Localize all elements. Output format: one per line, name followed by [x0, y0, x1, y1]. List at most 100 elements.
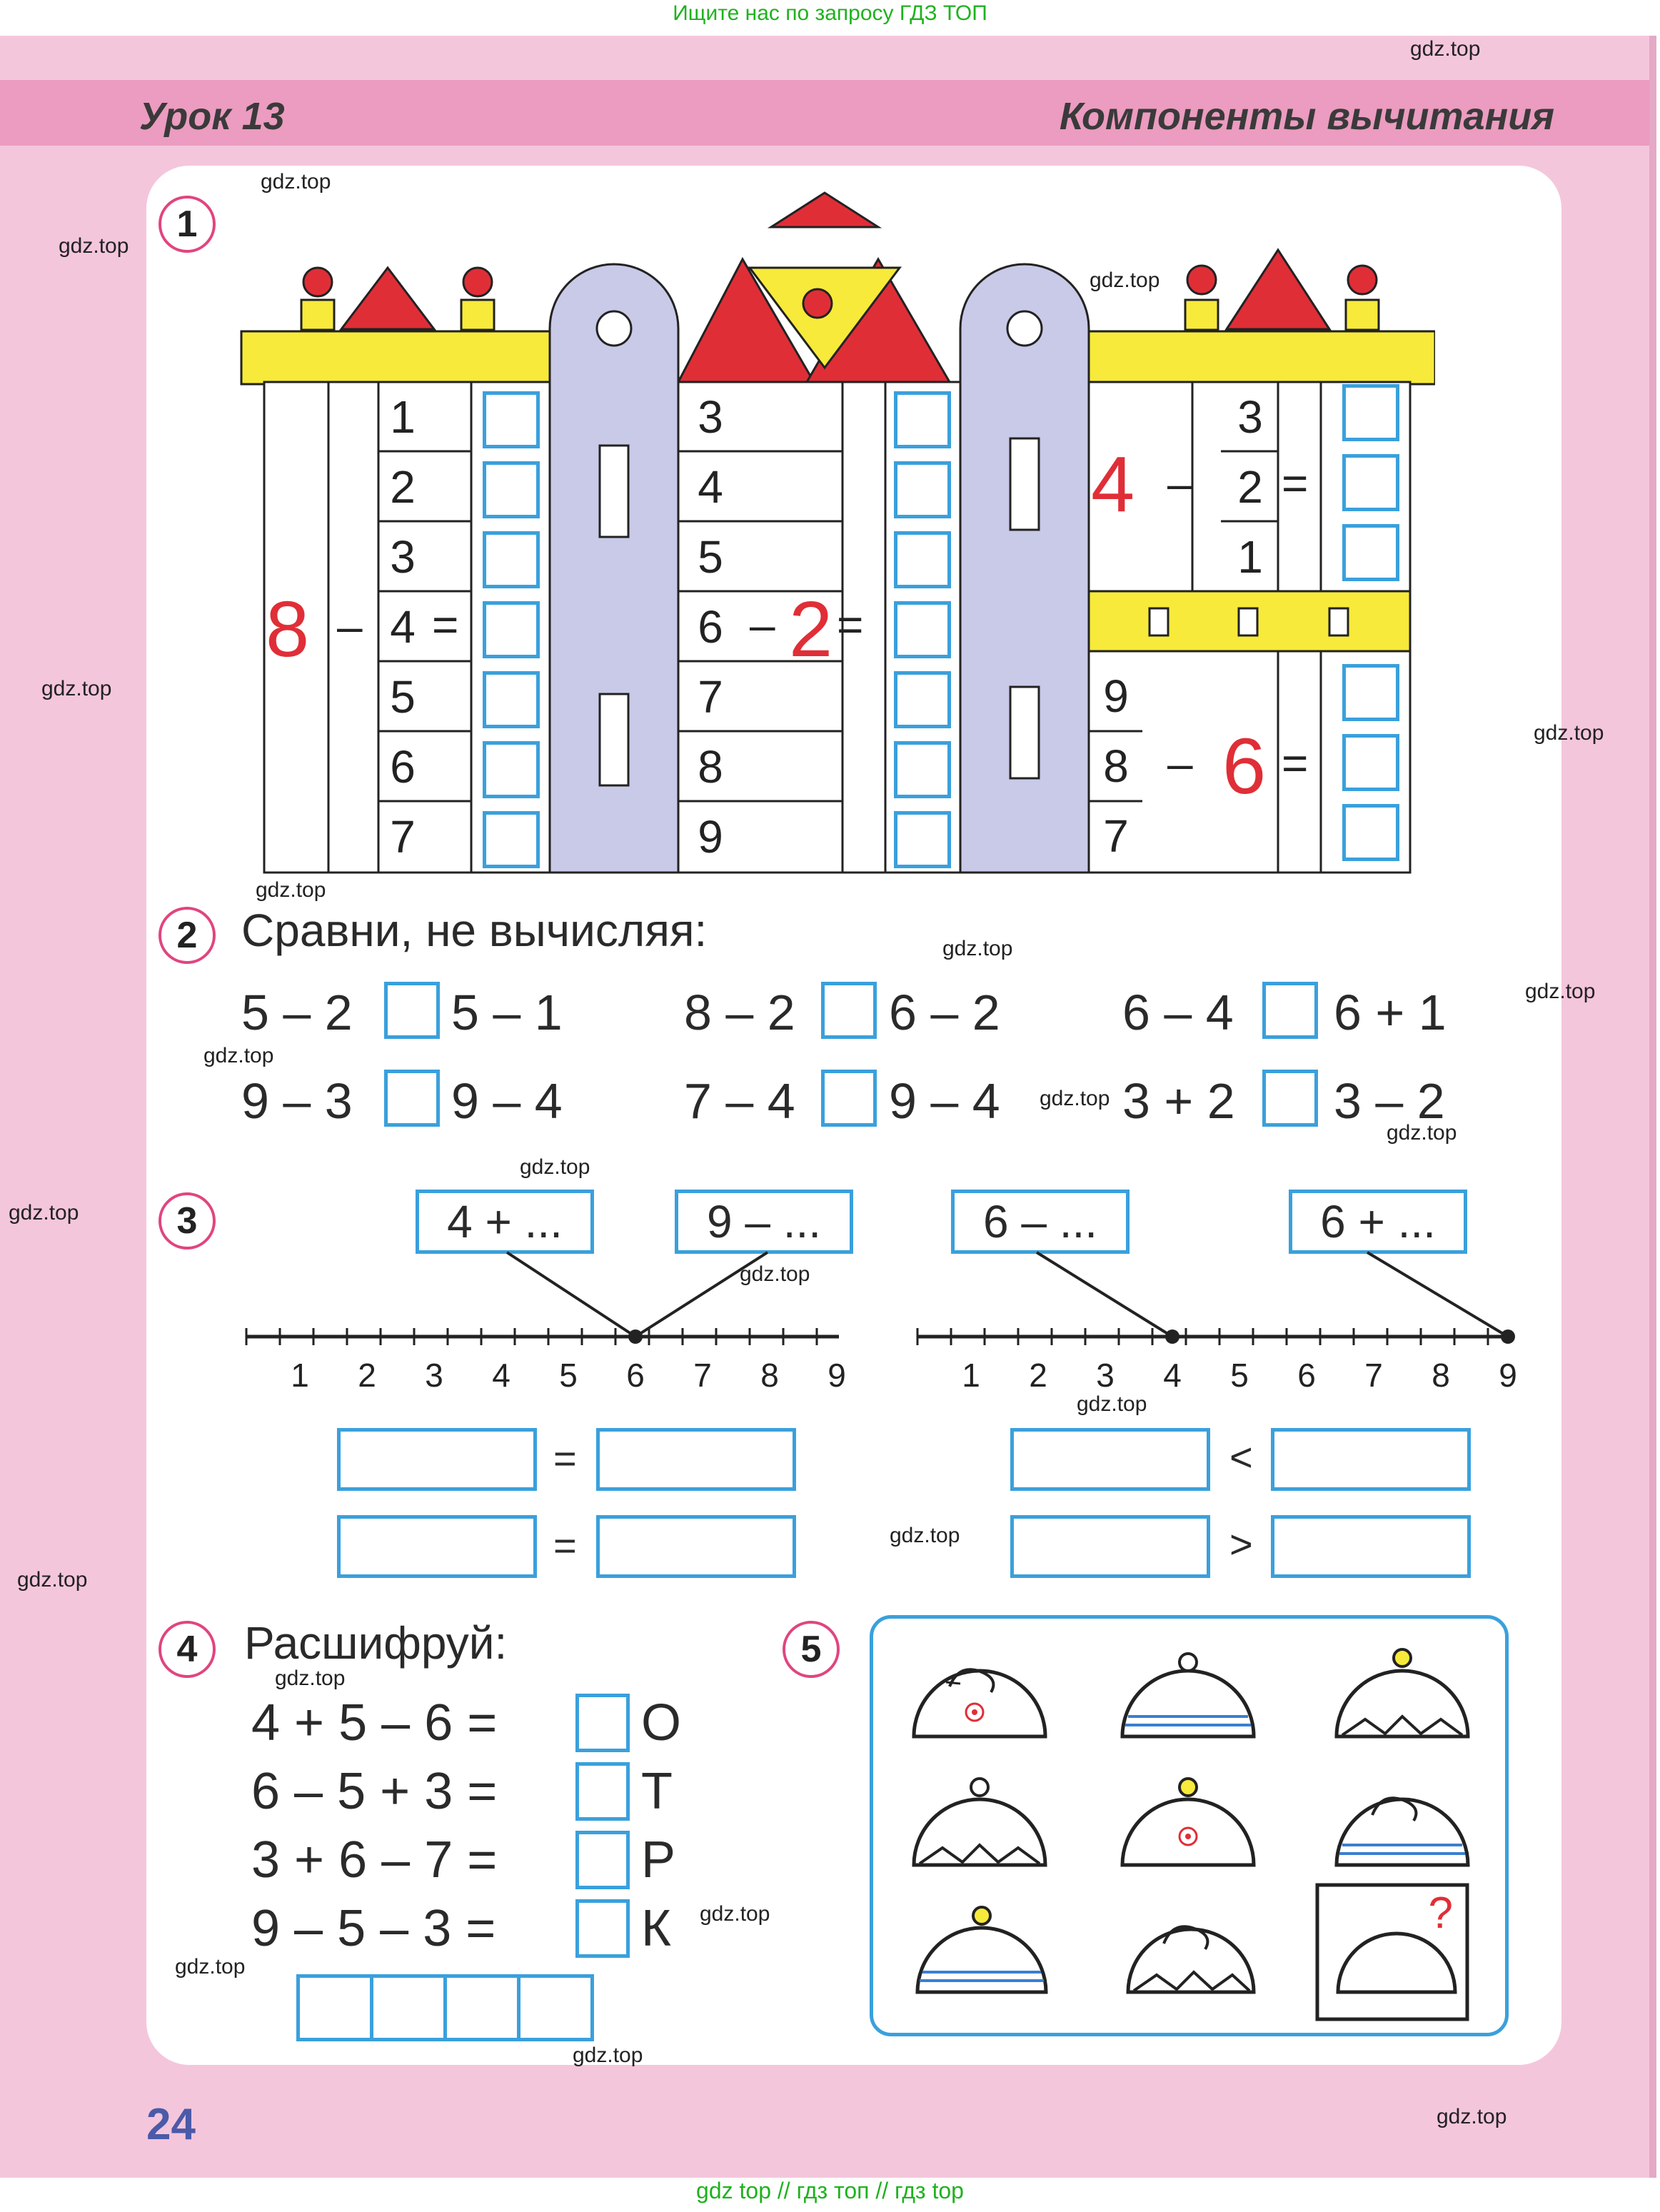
- compare-box[interactable]: [821, 1070, 877, 1127]
- word-answer-cell[interactable]: [443, 1974, 520, 2041]
- answer-box[interactable]: [1342, 384, 1399, 441]
- answer-box[interactable]: [894, 391, 951, 448]
- answer-field[interactable]: [337, 1428, 537, 1491]
- answer-box[interactable]: [894, 461, 951, 518]
- compare-left: 6 – 4: [1122, 985, 1234, 1040]
- equals-sign: =: [837, 599, 864, 650]
- watermark: gdz.top: [275, 1666, 346, 1690]
- answer-box[interactable]: [894, 811, 951, 868]
- roof-triangle-right: [1224, 248, 1332, 331]
- task-4-title: Расшифруй:: [244, 1617, 508, 1669]
- task-3-number: 3: [159, 1192, 216, 1250]
- question-frame: [1315, 1883, 1469, 2021]
- column-number: 3: [698, 391, 723, 443]
- answer-field[interactable]: [1010, 1515, 1210, 1578]
- word-answer-cell[interactable]: [370, 1974, 447, 2041]
- answer-box[interactable]: [1342, 734, 1399, 791]
- column-number: 4: [390, 601, 416, 653]
- compare-right: 5 – 1: [451, 985, 563, 1040]
- subtrahend-6: 6: [1222, 723, 1267, 810]
- empty-hat: [1336, 1931, 1457, 1994]
- equals-sign: =: [553, 1436, 577, 1481]
- answer-box[interactable]: [1342, 524, 1399, 581]
- answer-field[interactable]: [596, 1428, 796, 1491]
- hat-stripes-ball: [1120, 1652, 1256, 1739]
- footer-links[interactable]: gdz top // гдз топ // гдз top: [696, 2178, 964, 2203]
- hat-flower-swirl: [912, 1668, 1047, 1739]
- equals-sign: =: [1282, 738, 1309, 789]
- answer-box[interactable]: [483, 391, 540, 448]
- watermark: gdz.top: [1525, 980, 1596, 1003]
- answer-field[interactable]: [1010, 1428, 1210, 1491]
- roof-triangle-left: [338, 266, 437, 331]
- hat-stripes-yellow-ball: [915, 1906, 1048, 1994]
- pointer-line: [1035, 1251, 1174, 1338]
- decode-answer-box[interactable]: [575, 1694, 630, 1752]
- number-line-point: [1501, 1329, 1515, 1344]
- column-number: 9: [698, 811, 723, 863]
- hat-zigzag-ball: [912, 1777, 1047, 1867]
- compare-box[interactable]: [1262, 982, 1318, 1039]
- answer-box[interactable]: [483, 531, 540, 588]
- expression-label: 4 + ...: [416, 1190, 594, 1254]
- answer-box[interactable]: [483, 671, 540, 728]
- top-banner[interactable]: Ищите нас по запросу ГДЗ ТОП: [673, 1, 987, 25]
- answer-box[interactable]: [483, 811, 540, 868]
- compare-box[interactable]: [384, 982, 440, 1039]
- tower-window: [1009, 437, 1040, 531]
- compare-left: 7 – 4: [684, 1073, 795, 1129]
- watermark: gdz.top: [256, 878, 326, 902]
- castle-illustration: [240, 191, 1435, 874]
- answer-box[interactable]: [483, 741, 540, 798]
- watermark: gdz.top: [520, 1155, 590, 1179]
- number-line-label: 8: [760, 1357, 779, 1394]
- compare-box[interactable]: [1262, 1070, 1318, 1127]
- watermark: gdz.top: [573, 2043, 643, 2067]
- watermark: gdz.top: [59, 234, 129, 258]
- answer-field[interactable]: [596, 1515, 796, 1578]
- number-line-label: 4: [1163, 1357, 1182, 1394]
- number-line-label: 6: [626, 1357, 645, 1394]
- answer-box[interactable]: [1342, 664, 1399, 721]
- answer-box[interactable]: [894, 531, 951, 588]
- tower-2-column: 3 4 5 6 7 8 9: [682, 382, 739, 872]
- pointer-line: [634, 1251, 769, 1338]
- tower-1-column: 1 2 3 4 5 6 7: [378, 382, 427, 872]
- compare-box[interactable]: [821, 982, 877, 1039]
- expression-label: 6 + ...: [1289, 1190, 1467, 1254]
- compare-left: 8 – 2: [684, 985, 795, 1040]
- greater-than-sign: >: [1229, 1522, 1253, 1567]
- answer-box[interactable]: [1342, 454, 1399, 511]
- task-4-number: 4: [159, 1621, 216, 1678]
- compare-left: 9 – 3: [241, 1073, 353, 1129]
- watermark: gdz.top: [203, 1044, 274, 1067]
- lesson-title: Урок 13: [139, 95, 285, 138]
- answer-field[interactable]: [337, 1515, 537, 1578]
- answer-field[interactable]: [1271, 1428, 1471, 1491]
- answer-box[interactable]: [894, 601, 951, 658]
- watermark: gdz.top: [942, 937, 1013, 960]
- number-line-label: 9: [1499, 1357, 1517, 1394]
- tower-3-bottom-column: 9 8 7: [1091, 661, 1141, 871]
- tower-lavender-right: [959, 263, 1090, 874]
- battlement: [1184, 298, 1219, 331]
- compare-left: 5 – 2: [241, 985, 353, 1040]
- answer-box[interactable]: [1342, 804, 1399, 861]
- answer-box[interactable]: [894, 741, 951, 798]
- decode-answer-box[interactable]: [575, 1899, 630, 1958]
- answer-box[interactable]: [483, 461, 540, 518]
- column-number: 4: [698, 461, 723, 513]
- answer-box[interactable]: [483, 601, 540, 658]
- task-1-number: 1: [159, 196, 216, 253]
- decode-answer-box[interactable]: [575, 1831, 630, 1889]
- word-answer-cell[interactable]: [517, 1974, 594, 2041]
- battlement-ball: [1186, 264, 1217, 296]
- word-answer-cell[interactable]: [296, 1974, 373, 2041]
- answer-field[interactable]: [1271, 1515, 1471, 1578]
- decode-answer-box[interactable]: [575, 1762, 630, 1821]
- page-number: 24: [146, 2100, 196, 2149]
- watermark: gdz.top: [9, 1201, 79, 1225]
- answer-box[interactable]: [894, 671, 951, 728]
- number-line-label: 6: [1297, 1357, 1316, 1394]
- compare-box[interactable]: [384, 1070, 440, 1127]
